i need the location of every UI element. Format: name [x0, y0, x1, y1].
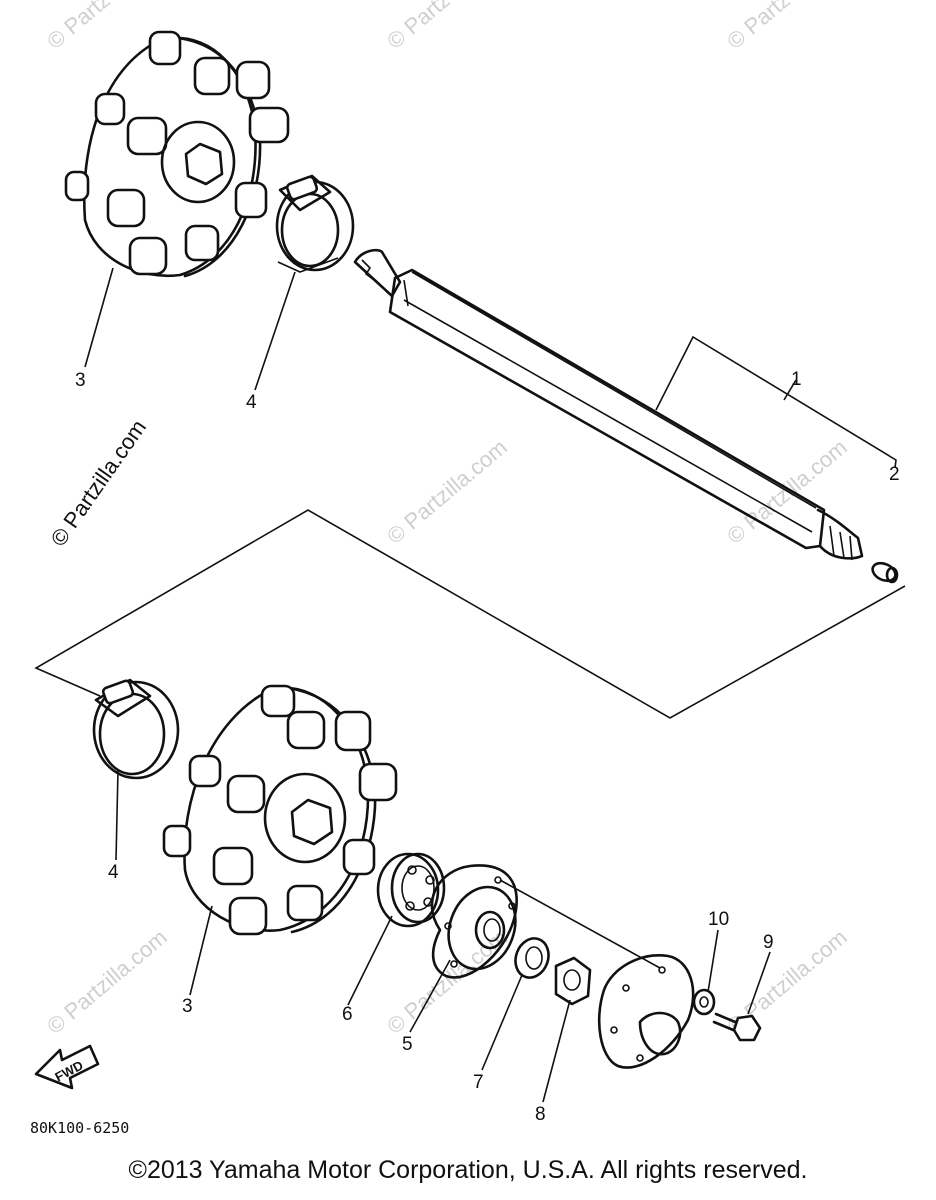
watermark: © Partzilla.com: [42, 924, 172, 1038]
hose-clamp-top: [275, 174, 355, 273]
set-screw: [871, 561, 899, 584]
watermark: © Partz: [382, 0, 455, 54]
callout-8: 8: [535, 1104, 546, 1125]
hose-clamp-bottom: [92, 678, 180, 780]
bearing-flange: [430, 864, 518, 979]
flange-leader: [499, 879, 661, 969]
watermark-prominent: © Partzilla.com: [46, 415, 152, 551]
callout-9: 9: [763, 932, 774, 953]
bolt: [712, 1012, 762, 1042]
watermark: © Partz: [722, 0, 795, 54]
callout-4-bottom: 4: [108, 862, 119, 883]
assembly-guide-line: [34, 509, 906, 719]
callout-leaders: [84, 267, 771, 1103]
callout-labels: 1 2 3 4 4 3 6 5 7 8 10 9: [75, 369, 900, 1125]
washer: [514, 937, 550, 979]
assembly-leader-1: [655, 335, 897, 469]
callout-5: 5: [402, 1034, 413, 1055]
sprocket-top: [64, 30, 290, 278]
forward-arrow: FWD: [34, 1044, 100, 1090]
callout-10: 10: [708, 909, 729, 930]
callout-2: 2: [889, 464, 900, 485]
arrow-left-icon: [34, 1044, 100, 1090]
callout-3-bottom: 3: [182, 996, 193, 1017]
exploded-view-drawing: © Partz © Partz © Partz © Partzilla.com …: [30, 0, 906, 1137]
nut: [554, 956, 592, 1006]
callout-3-top: 3: [75, 370, 86, 391]
bearing: [376, 852, 446, 928]
sprocket-bottom: [162, 684, 398, 936]
drive-shaft: [353, 248, 864, 561]
callout-6: 6: [342, 1004, 353, 1025]
callout-7: 7: [473, 1072, 484, 1093]
bearing-cover: [597, 954, 695, 1069]
watermark: © Partz: [42, 0, 115, 54]
lock-washer: [692, 988, 716, 1016]
copyright-notice: ©2013 Yamaha Motor Corporation, U.S.A. A…: [128, 1156, 808, 1184]
callout-4-top: 4: [246, 392, 257, 413]
callout-1: 1: [791, 369, 802, 390]
watermark: © Partzilla.com: [382, 434, 512, 548]
diagram-code: 80K100-6250: [30, 1119, 129, 1137]
